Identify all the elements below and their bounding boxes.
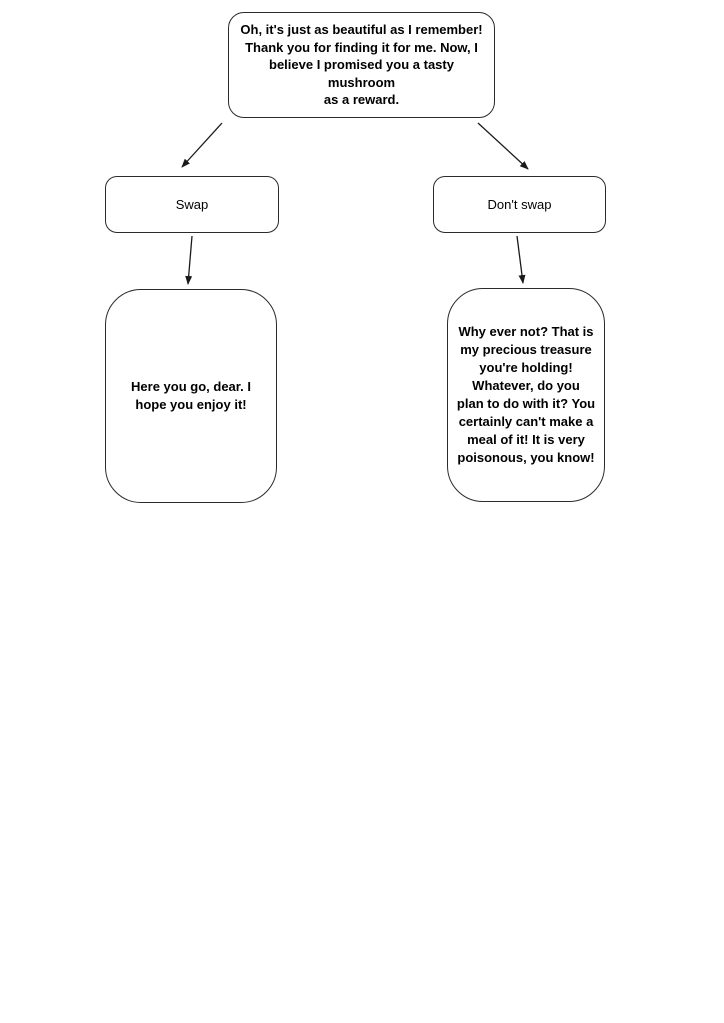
npc-dont-swap-response-text: Why ever not? That is my precious treasu…	[456, 324, 596, 465]
npc-intro-dialogue-text: Oh, it's just as beautiful as I remember…	[240, 22, 483, 108]
choice-dont-swap-label: Don't swap	[487, 196, 552, 212]
node-choice-dont-swap: Don't swap	[433, 176, 606, 233]
arrow-dont-swap-to-outcome	[516, 235, 526, 284]
node-choice-swap: Swap	[105, 176, 279, 233]
npc-swap-response-text: Here you go, dear. I hope you enjoy it!	[131, 379, 251, 412]
arrow-root-to-dont-swap	[477, 122, 529, 170]
arrow-swap-to-outcome	[185, 235, 193, 285]
arrow-root-to-swap	[181, 122, 223, 168]
node-npc-swap-response: Here you go, dear. I hope you enjoy it!	[105, 289, 277, 503]
node-npc-dont-swap-response: Why ever not? That is my precious treasu…	[447, 288, 605, 502]
node-npc-intro-dialogue: Oh, it's just as beautiful as I remember…	[228, 12, 495, 118]
choice-swap-label: Swap	[175, 196, 209, 212]
